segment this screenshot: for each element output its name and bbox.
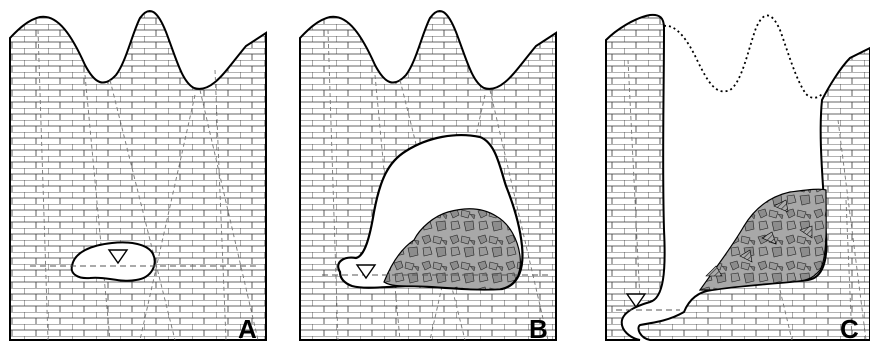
panel-a: A [10, 11, 266, 344]
panel-c: C [606, 15, 870, 344]
panel-b: B [300, 11, 556, 344]
panel-c-label: C [840, 314, 859, 344]
panel-c-left-wall [606, 15, 665, 340]
panel-a-label: A [238, 314, 257, 344]
panel-b-label: B [529, 314, 548, 344]
panel-a-limestone-block [10, 11, 266, 340]
panel-c-right-wall [638, 48, 870, 340]
panel-c-former-surface [664, 15, 822, 97]
